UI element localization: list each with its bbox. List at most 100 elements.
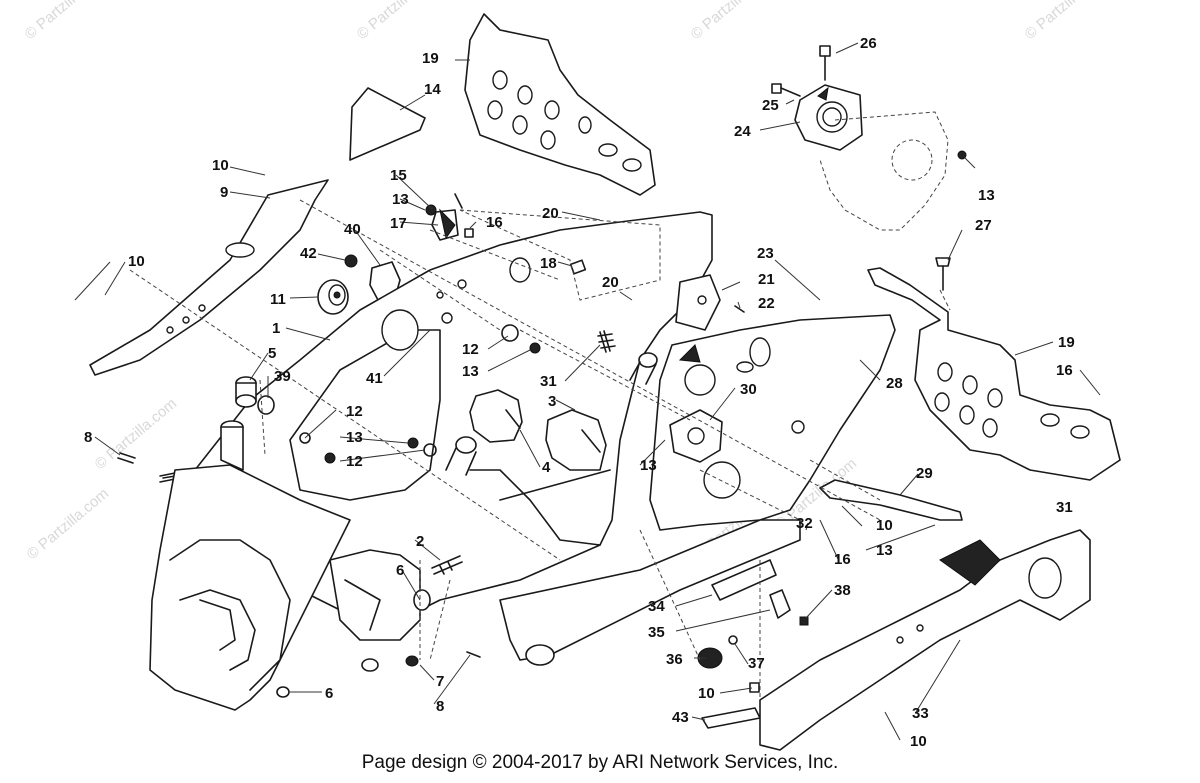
part-41-washer [441,312,453,324]
callout-8: 8 [436,698,444,715]
callout-39: 39 [274,368,291,385]
callout-19: 19 [1058,334,1075,351]
callout-20: 20 [602,274,619,291]
callout-43: 43 [672,709,689,726]
callout-25: 25 [762,97,779,114]
part-18-nut [569,259,587,275]
callout-18: 18 [540,255,557,272]
part-35-bracket [769,589,791,619]
callout-27: 27 [975,217,992,234]
callout-19: 19 [422,50,439,67]
part-tube-left [445,436,477,476]
part-22-pin [734,305,745,313]
callout-6: 6 [396,562,404,579]
watermark: © Partzilla.com [22,0,110,43]
callout-34: 34 [648,598,665,615]
part-39-clamp [257,395,275,415]
callout-24: 24 [734,123,751,140]
callout-10: 10 [128,253,145,270]
callout-13: 13 [392,191,409,208]
part-17-clip [431,208,459,241]
part-12-washers [299,324,541,464]
part-5-bushing [235,376,257,408]
callout-4: 4 [542,459,551,476]
callout-31: 31 [1056,499,1073,516]
watermark: © Partzilla.com [92,395,180,473]
callout-3: 3 [548,393,556,410]
part-31-stud [597,330,616,353]
callout-36: 36 [666,651,683,668]
part-29-strap [819,479,963,521]
part-4-mount [469,389,523,443]
callout-16: 16 [486,214,503,231]
callout-13: 13 [346,429,363,446]
callout-12: 12 [346,453,363,470]
callout-15: 15 [390,167,407,184]
callout-10: 10 [910,733,927,750]
callout-32: 32 [796,515,813,532]
callout-16: 16 [834,551,851,568]
part-16-bolt [464,228,474,238]
part-11-damper [317,279,349,315]
callout-6: 6 [325,685,333,702]
callout-labels: 26 25 24 13 27 19 14 15 13 17 16 20 18 2… [84,35,1075,750]
callout-38: 38 [834,582,851,599]
callout-16: 16 [1056,362,1073,379]
spindle-bracket [329,549,421,641]
callout-11: 11 [270,291,286,308]
watermark: © Partzilla.com [24,485,112,563]
part-7-washers [276,651,481,698]
callout-35: 35 [648,624,665,641]
part-9-rail [89,179,329,376]
callout-41: 41 [366,370,383,387]
callout-13: 13 [640,457,657,474]
callout-12: 12 [346,403,363,420]
callout-13: 13 [462,363,479,380]
part-25-bolt [771,83,801,97]
callout-40: 40 [344,221,361,238]
callout-37: 37 [748,655,765,672]
callout-7: 7 [436,673,444,690]
callout-9: 9 [220,184,228,201]
callout-1: 1 [272,320,280,337]
part-27-bolt [935,257,951,291]
part-33-rail [759,529,1091,751]
part-6-bushing [413,589,431,611]
part-13-nut [957,150,967,160]
callout-20: 20 [542,205,559,222]
part-15-screw [454,193,463,209]
watermark: © Partzilla.com [1022,0,1110,43]
callout-12: 12 [462,341,479,358]
front-bumper [149,464,351,711]
callout-33: 33 [912,705,929,722]
callout-10: 10 [876,517,893,534]
callout-5: 5 [268,345,276,362]
part-19-footrest-upper [464,13,656,196]
callout-42: 42 [300,245,317,262]
callout-13: 13 [876,542,893,559]
copyright-footer: Page design © 2004-2017 by ARI Network S… [361,752,839,773]
callout-10: 10 [212,157,229,174]
part-3-mount [545,409,607,471]
callout-13: 13 [978,187,995,204]
part-38-bolt [799,616,809,626]
callout-21: 21 [758,271,775,288]
part-42-nut [344,254,358,268]
lower-cross-tube [499,519,801,666]
steering-post [220,420,244,471]
part-37-washer [728,635,738,645]
part-tube [629,352,658,385]
part-43-strip [701,707,761,729]
leader-lines [74,42,1101,741]
callout-17: 17 [390,215,407,232]
part-2-stud [431,555,463,575]
callout-28: 28 [886,375,903,392]
part-10-screw-lower [749,682,760,693]
callout-30: 30 [740,381,757,398]
callout-10: 10 [698,685,715,702]
callout-29: 29 [916,465,933,482]
watermark: © Partzilla.com [354,0,442,43]
callout-14: 14 [424,81,441,98]
callout-8: 8 [84,429,92,446]
